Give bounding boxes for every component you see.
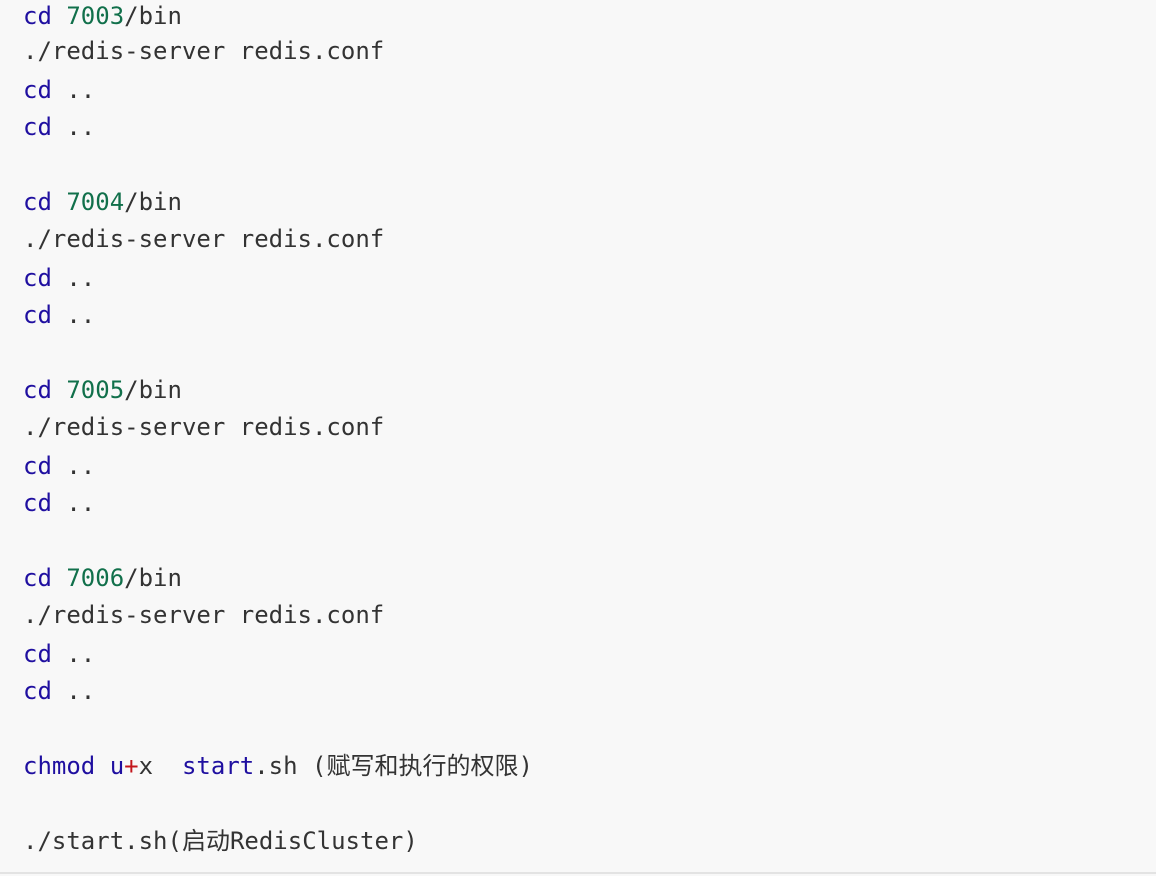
cd-keyword: cd — [23, 564, 52, 592]
code-line: ./redis-server redis.conf — [23, 412, 384, 442]
user-flag: u — [109, 752, 125, 780]
cd-keyword: cd — [23, 113, 52, 141]
port-number: 7005 — [66, 376, 125, 404]
code-line: cd 7003/bin — [23, 2, 182, 30]
start-keyword: start — [181, 752, 255, 780]
port-number: 7003 — [66, 2, 125, 30]
code-line: cd .. — [23, 113, 96, 141]
code-line: cd .. — [23, 264, 96, 292]
code-line: cd .. — [23, 677, 96, 705]
chmod-line: chmod u+x start.sh (赋写和执行的权限) — [23, 752, 533, 780]
redis-server-command: ./redis-server redis.conf — [23, 225, 385, 253]
permission-flag: x — [138, 752, 154, 780]
plus-operator: + — [124, 752, 139, 780]
cd-keyword: cd — [23, 452, 52, 480]
code-line: cd 7006/bin — [23, 564, 182, 592]
redis-server-command: ./redis-server redis.conf — [23, 37, 385, 65]
code-line: cd .. — [23, 640, 96, 668]
code-line: cd .. — [23, 489, 96, 517]
code-line: ./redis-server redis.conf — [23, 224, 384, 254]
cd-keyword: cd — [23, 489, 52, 517]
cd-keyword: cd — [23, 188, 52, 216]
redis-server-command: ./redis-server redis.conf — [23, 413, 385, 441]
code-line: cd 7005/bin — [23, 376, 182, 404]
code-line: cd .. — [23, 301, 96, 329]
cd-keyword: cd — [23, 640, 52, 668]
port-number: 7004 — [66, 188, 125, 216]
code-line: ./redis-server redis.conf — [23, 600, 384, 630]
cd-keyword: cd — [23, 2, 52, 30]
cd-keyword: cd — [23, 76, 52, 104]
cd-keyword: cd — [23, 264, 52, 292]
cd-keyword: cd — [23, 677, 52, 705]
start-script: ./start.sh — [23, 827, 168, 855]
run-note: (启动RedisCluster) — [167, 827, 418, 855]
code-line: cd 7004/bin — [23, 188, 182, 216]
run-line: ./start.sh(启动RedisCluster) — [23, 826, 418, 856]
code-line: ./redis-server redis.conf — [23, 36, 384, 66]
cd-keyword: cd — [23, 376, 52, 404]
redis-server-command: ./redis-server redis.conf — [23, 601, 385, 629]
port-number: 7006 — [66, 564, 125, 592]
chmod-note: (赋写和执行的权限) — [297, 752, 533, 780]
cd-keyword: cd — [23, 301, 52, 329]
code-line: cd .. — [23, 452, 96, 480]
chmod-keyword: chmod — [23, 752, 96, 780]
code-line: cd .. — [23, 76, 96, 104]
